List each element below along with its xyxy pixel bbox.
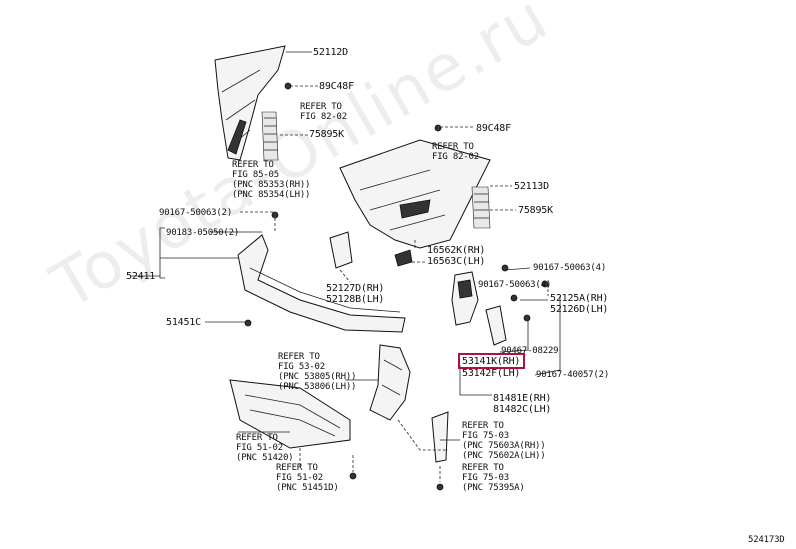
part-52112d[interactable]: 52112D (313, 47, 348, 58)
garnish-75603a (431, 411, 449, 463)
screw-52125a (510, 294, 518, 302)
refer-51-02-a-2[interactable]: FIG 51-02 (236, 443, 283, 453)
reflector-left (261, 111, 279, 161)
figure-code: 524173D (748, 535, 785, 545)
part-16563c[interactable]: 16563C(LH) (427, 256, 486, 267)
clip-90467 (523, 314, 531, 322)
reflector-right (471, 186, 491, 229)
screw-90167-left (271, 211, 279, 219)
part-51451c[interactable]: 51451C (166, 317, 201, 328)
refer-82-02-a-1: REFER TO (300, 102, 342, 112)
part-52128b[interactable]: 52128B(LH) (326, 294, 385, 305)
part-52411[interactable]: 52411 (126, 271, 156, 282)
splash-shield-center (369, 344, 411, 421)
refer-51-02-b-2[interactable]: FIG 51-02 (276, 473, 323, 483)
part-75895k-left[interactable]: 75895K (309, 129, 344, 140)
refer-75-03-a-1: REFER TO (462, 421, 504, 431)
refer-51-02-b-3: (PNC 51451D) (276, 483, 339, 493)
part-89c48f-right[interactable]: 89C48F (476, 123, 511, 134)
part-75895k-right[interactable]: 75895K (518, 205, 553, 216)
part-52127d[interactable]: 52127D(RH) (326, 283, 385, 294)
fender-extension-left-part (214, 45, 286, 161)
refer-53-02-2[interactable]: FIG 53-02 (278, 362, 325, 372)
part-52126d[interactable]: 52126D(LH) (550, 304, 609, 315)
leader-lines (130, 51, 561, 482)
part-81481e[interactable]: 81481E(RH) (493, 393, 552, 404)
refer-85-05-4: (PNC 85354(LH)) (232, 190, 311, 200)
bracket-52127d (329, 231, 353, 269)
refer-82-02-b-1: REFER TO (432, 142, 474, 152)
part-53141k[interactable]: 53141K(RH) (462, 356, 521, 367)
refer-85-05-3: (PNC 85353(RH)) (232, 180, 311, 190)
part-52125a[interactable]: 52125A(RH) (550, 293, 609, 304)
refer-85-05-1: REFER TO (232, 160, 274, 170)
refer-75-03-b-1: REFER TO (462, 463, 504, 473)
part-90167-50063-4[interactable]: 90167-50063(4) (533, 263, 607, 273)
refer-75-03-b-2[interactable]: FIG 75-03 (462, 473, 509, 483)
refer-51-02-a-1: REFER TO (236, 433, 278, 443)
refer-53-02-1: REFER TO (278, 352, 320, 362)
clip-75395a (436, 483, 444, 491)
refer-75-03-b-3: (PNC 75395A) (462, 483, 525, 493)
refer-75-03-a-2[interactable]: FIG 75-03 (462, 431, 509, 441)
part-89c48f-left[interactable]: 89C48F (319, 81, 354, 92)
clip-51451c (244, 319, 252, 327)
clip-89c48f-right (434, 124, 442, 132)
refer-51-02-a-3: (PNC 51420) (236, 453, 294, 463)
refer-75-03-a-4: (PNC 75602A(LH)) (462, 451, 546, 461)
refer-82-02-b-2[interactable]: FIG 82-02 (432, 152, 479, 162)
clip-51451d (349, 472, 357, 480)
engine-under-cover (229, 379, 351, 449)
bracket-53141k (485, 305, 507, 346)
refer-85-05-2[interactable]: FIG 85-05 (232, 170, 279, 180)
part-90167-50063-2[interactable]: 90167-50063(2) (159, 208, 233, 218)
part-52113d[interactable]: 52113D (514, 181, 549, 192)
part-16562k[interactable]: 16562K(RH) (427, 245, 486, 256)
bumper-lower-spoiler (237, 234, 406, 333)
refer-82-02-a-2[interactable]: FIG 82-02 (300, 112, 347, 122)
fender-extension-right-part (339, 139, 491, 267)
refer-53-02-3: (PNC 53805(RH)) (278, 372, 357, 382)
part-90167-50063-4b[interactable]: 90167-50063(4) (478, 280, 552, 290)
side-support-bracket (451, 271, 479, 326)
part-90167-40057[interactable]: 90167-40057(2) (536, 370, 610, 380)
part-53142f[interactable]: 53142F(LH) (462, 368, 521, 379)
part-90183-05050-2[interactable]: 90183-05050(2) (166, 228, 240, 238)
part-81482c[interactable]: 81482C(LH) (493, 404, 552, 415)
refer-53-02-4: (PNC 53806(LH)) (278, 382, 357, 392)
refer-75-03-a-3: (PNC 75603A(RH)) (462, 441, 546, 451)
part-90467-08229[interactable]: 90467-08229 (501, 346, 559, 356)
refer-51-02-b-1: REFER TO (276, 463, 318, 473)
